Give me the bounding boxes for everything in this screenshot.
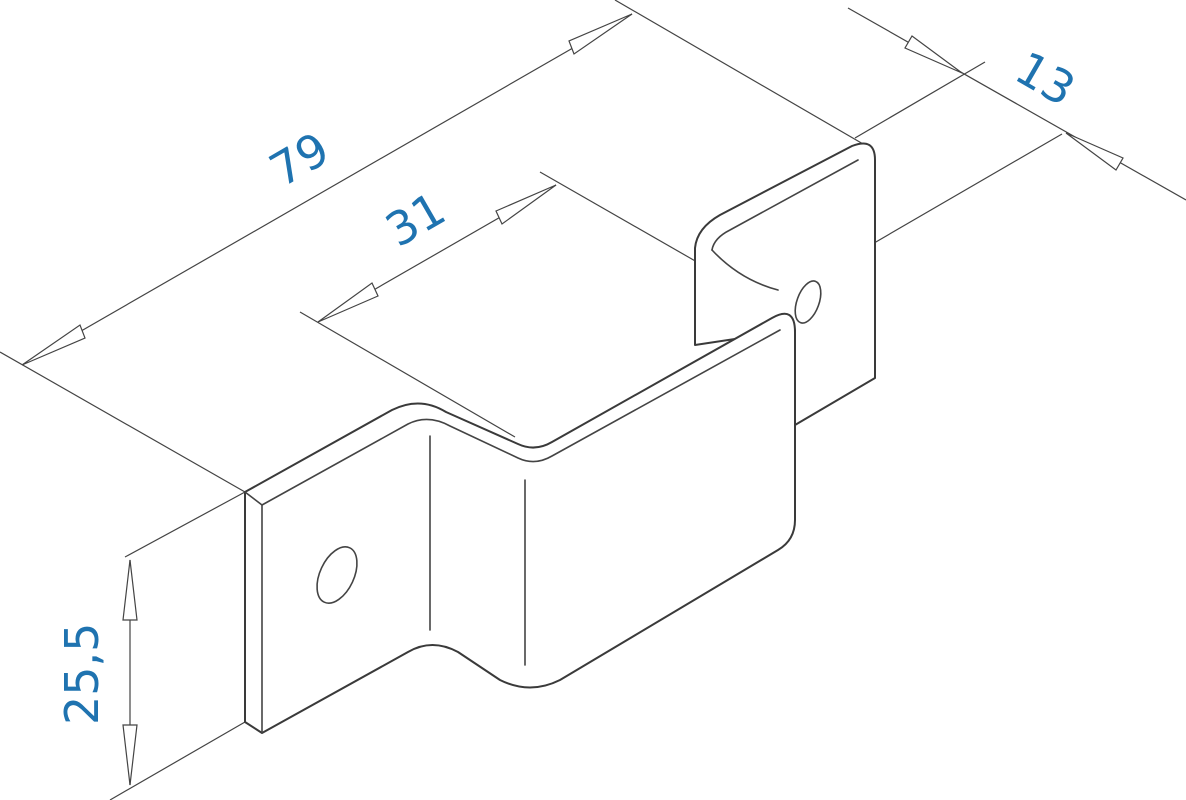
dimension-79: 79 (21, 13, 633, 366)
dimension-label-13: 13 (1007, 41, 1085, 117)
dimension-13: 13 (847, 7, 1186, 201)
mounting-hole (316, 546, 358, 604)
bracket-body (244, 312, 796, 734)
back-flange (694, 142, 876, 426)
dimension-label-79: 79 (261, 121, 339, 197)
dimension-label-31: 31 (377, 181, 455, 257)
extension-lines (0, 0, 1063, 800)
slot-hole (794, 280, 822, 324)
dimension-25-5: 25,5 (55, 559, 138, 786)
dimension-31: 31 (317, 181, 557, 323)
dimension-label-25-5: 25,5 (55, 623, 109, 725)
